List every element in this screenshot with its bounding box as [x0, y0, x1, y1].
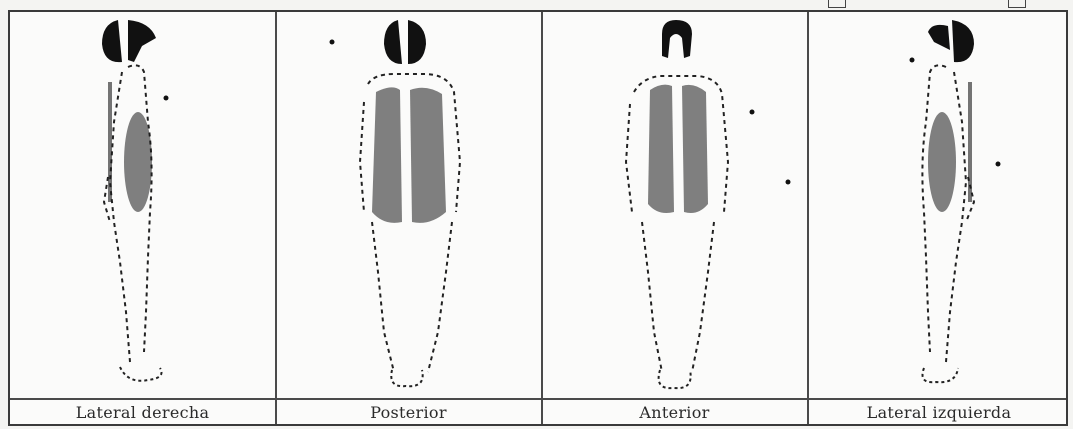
panel-lateral-left — [808, 12, 1070, 398]
panel-lateral-right — [10, 12, 275, 398]
caption-anterior: Anterior — [542, 400, 807, 424]
caption-posterior: Posterior — [276, 400, 541, 424]
panel-posterior — [276, 12, 541, 398]
checkbox-icon — [828, 0, 846, 8]
postural-views-figure: Lateral derecha Posterior Anterior Later… — [8, 10, 1068, 426]
panel-anterior — [542, 12, 807, 398]
caption-lateral-right: Lateral derecha — [10, 400, 275, 424]
caption-lateral-left: Lateral izquierda — [808, 400, 1070, 424]
checkbox-icon — [1008, 0, 1026, 8]
body-silhouette-lateral-left — [808, 12, 1070, 398]
body-silhouette-anterior — [542, 12, 807, 398]
body-silhouette-posterior — [276, 12, 541, 398]
body-silhouette-lateral-right — [10, 12, 275, 398]
